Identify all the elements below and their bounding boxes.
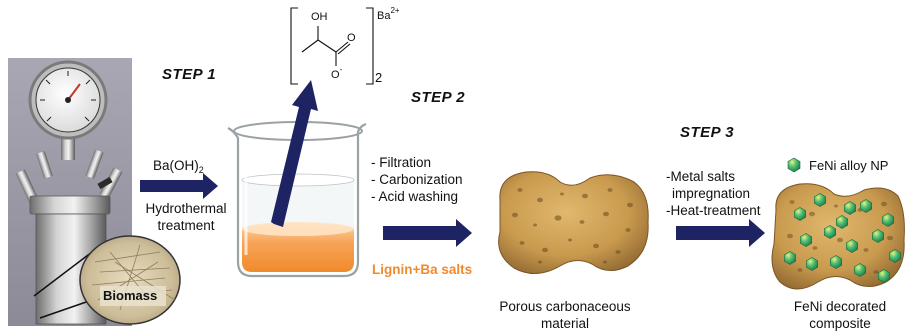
pore: [863, 248, 869, 252]
step3-item-3: -Heat-treatment: [666, 203, 761, 218]
arrow-step1: [140, 173, 218, 199]
lactate-structure: [290, 7, 374, 85]
feni-nanoparticle: [806, 257, 818, 271]
beaker: [227, 121, 367, 278]
pore: [579, 220, 585, 224]
composite-caption-line-2: composite: [809, 316, 871, 331]
pore: [787, 233, 793, 239]
arrows: [140, 173, 765, 247]
arrow-to-product: [271, 80, 318, 227]
sponge-pores: [512, 188, 633, 264]
step2-process-list: - Filtration - Carbonization - Acid wash…: [371, 154, 463, 205]
arrow-step2: [383, 219, 472, 247]
step3-process-list: -Metal salts impregnation -Heat-treatmen…: [666, 168, 761, 219]
reagent-subscript: 2: [198, 165, 204, 175]
composite-caption-line-1: FeNi decorated: [793, 299, 887, 314]
pore: [593, 243, 599, 249]
feni-nanoparticle: [860, 199, 872, 213]
legend-np-icon: [787, 157, 801, 173]
reactor-photo: [8, 58, 181, 326]
legend-label: FeNi alloy NP: [809, 158, 889, 173]
step1-label: STEP 1: [162, 66, 217, 83]
hydroxyl-label: OH: [311, 11, 328, 23]
pore: [603, 260, 607, 264]
step3-item-1: -Metal salts: [666, 169, 736, 184]
pore: [809, 211, 815, 217]
feni-nanoparticle: [824, 225, 836, 239]
pore: [607, 188, 613, 192]
anion-oxygen-label: O-: [331, 65, 343, 81]
feni-nanoparticles: [784, 193, 901, 283]
pore: [812, 246, 818, 250]
pore: [873, 270, 879, 274]
pore: [538, 260, 542, 264]
feni-nanoparticle: [830, 255, 842, 269]
porous-caption-line-1: Porous carbonaceous: [499, 299, 631, 314]
pore: [627, 202, 633, 208]
porous-caption-line-2: material: [540, 316, 589, 331]
pore: [887, 235, 893, 241]
porous-carbon-sponge: [498, 171, 649, 274]
feni-nanoparticle: [854, 263, 866, 277]
pore: [560, 192, 564, 196]
beaker-label: Lignin+Ba salts: [372, 262, 473, 277]
step3-item-2: impregnation: [672, 186, 751, 201]
step2-item-2: - Carbonization: [371, 172, 463, 187]
bracket-subscript: 2: [375, 70, 383, 85]
feni-nanoparticle: [784, 251, 796, 265]
feni-nanoparticle: [872, 229, 884, 243]
step2-item-1: - Filtration: [371, 155, 432, 170]
feni-nanoparticle: [814, 193, 826, 207]
pore: [625, 228, 631, 232]
pore: [615, 250, 621, 254]
condition-label: Hydrothermal treatment: [134, 200, 238, 234]
composite-pores: [787, 200, 893, 274]
carbonyl-oxygen-label: O: [347, 32, 356, 44]
barium-cation-label: Ba2+: [377, 6, 400, 22]
pore: [517, 188, 523, 192]
composite-caption: FeNi decorated composite: [776, 298, 904, 332]
condition-line-1: Hydrothermal: [145, 201, 227, 216]
reagent-label: Ba(OH)2: [153, 157, 204, 179]
pore: [582, 193, 588, 199]
feni-nanoparticle: [846, 239, 858, 253]
porous-caption: Porous carbonaceous material: [480, 298, 650, 332]
feni-nanoparticle: [800, 233, 812, 247]
step2-item-3: - Acid washing: [371, 189, 459, 204]
pore: [789, 200, 795, 204]
feni-nanoparticle: [794, 207, 806, 221]
pore: [568, 238, 572, 242]
pore: [881, 201, 887, 207]
feni-nanoparticle: [844, 201, 856, 215]
feni-nanoparticle: [889, 249, 901, 263]
biomass-label: Biomass: [103, 288, 158, 303]
pore: [834, 204, 838, 208]
pore: [512, 212, 518, 218]
pore: [533, 223, 537, 227]
gauge-ticks: [40, 71, 96, 122]
arrow-step3: [676, 219, 765, 247]
step3-label: STEP 3: [680, 124, 735, 141]
pore: [554, 215, 562, 221]
feni-nanoparticle: [878, 269, 890, 283]
pore: [797, 268, 803, 272]
pore: [542, 247, 548, 253]
composite-sponge: [771, 183, 905, 290]
pore: [537, 197, 543, 203]
pore: [603, 211, 609, 217]
feni-nanoparticle: [882, 213, 894, 227]
reagent-main: Ba(OH): [153, 158, 199, 173]
pore: [837, 237, 843, 243]
feni-nanoparticle: [836, 215, 848, 229]
condition-line-2: treatment: [157, 218, 215, 233]
step2-label: STEP 2: [411, 89, 466, 106]
pore: [519, 241, 525, 245]
